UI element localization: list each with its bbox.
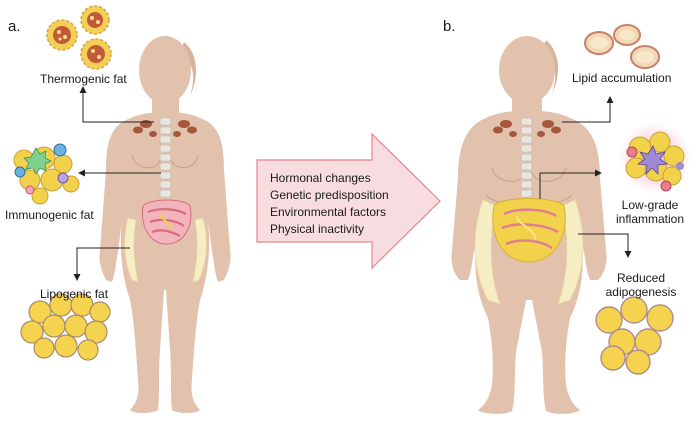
immunogenic-fat-label: Immunogenic fat (5, 208, 94, 222)
obese-intestines (492, 198, 566, 263)
lean-body (99, 36, 231, 413)
adipogenesis-label-line1: Reduced (616, 271, 666, 285)
inflammation-cluster-icon (619, 122, 691, 194)
factor-item: Genetic predisposition (270, 188, 389, 202)
adipogenesis-label: Reduced adipogenesis (596, 271, 686, 299)
thermogenic-cells-icon (46, 5, 112, 70)
inflammation-label-line2: inflammation (615, 212, 685, 226)
inflammation-label: Low-grade inflammation (608, 198, 692, 226)
lipid-accumulation-label: Lipid accumulation (572, 71, 672, 85)
thermogenic-fat-label: Thermogenic fat (40, 72, 127, 86)
lipogenic-fat-label: Lipogenic fat (40, 287, 109, 301)
lipogenic-cells-icon (20, 293, 111, 361)
factor-item: Physical inactivity (270, 222, 365, 236)
reduced-adipogenesis-icon (595, 296, 674, 375)
obese-body (451, 36, 607, 414)
factor-item: Hormonal changes (270, 171, 371, 185)
adipogenesis-label-line2: adipogenesis (605, 285, 677, 299)
panel-label-b: b. (443, 18, 456, 35)
lipid-accumulation-icon (584, 24, 660, 69)
connectors (76, 92, 629, 275)
immunogenic-cells-icon (13, 143, 80, 205)
factor-item: Environmental factors (270, 205, 387, 219)
lean-intestines (141, 199, 192, 245)
factors-list: Hormonal changes Genetic predisposition … (270, 170, 389, 238)
panel-label-a: a. (8, 18, 21, 35)
inflammation-label-line1: Low-grade (621, 198, 679, 212)
arrowheads (73, 86, 632, 281)
transition-arrow (256, 132, 441, 270)
